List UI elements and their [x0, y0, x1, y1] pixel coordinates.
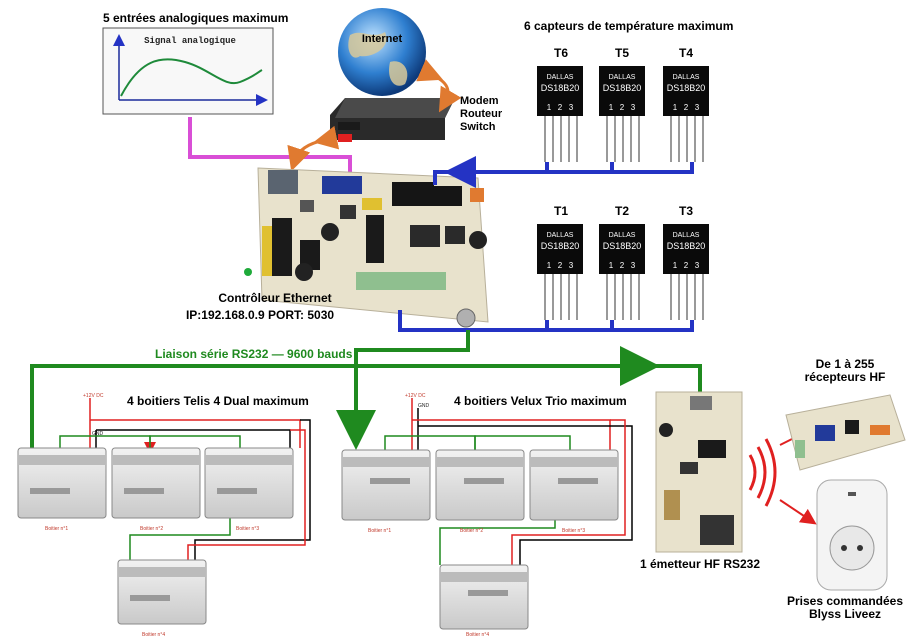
velux-header: 4 boitiers Velux Trio maximum [454, 394, 627, 408]
sensor-bus-bottom [398, 310, 694, 332]
internet-label: Internet [362, 33, 403, 45]
sensor-t3: T3 DALLAS DS18B20 1 2 3 [663, 204, 709, 320]
svg-text:1: 1 [609, 261, 614, 270]
sensor-t1: T1 DALLAS DS18B20 1 2 3 [537, 204, 583, 320]
telis-box-4-label: Boitier n°4 [142, 632, 165, 638]
telis-box-3-label: Boitier n°3 [236, 526, 259, 532]
svg-text:2: 2 [684, 261, 689, 270]
telis-box-1: Boitier n°1 [17, 447, 107, 532]
sensor-t1-label: T1 [554, 204, 568, 218]
telis-box-3: Boitier n°3 [204, 447, 294, 532]
sensor-t6-model: DS18B20 [541, 83, 580, 93]
velux-box-2: Boitier n°2 [435, 449, 525, 534]
sensor-t5: T5 DALLAS DS18B20 1 2 3 [599, 46, 645, 162]
sensor-t3-model: DS18B20 [667, 241, 706, 251]
sensor-t6-label: T6 [554, 46, 568, 60]
analog-wire [188, 117, 352, 178]
sensor-t1-brand: DALLAS [547, 232, 574, 239]
telis-box-1-label: Boitier n°1 [45, 526, 68, 532]
sensor-t5-model: DS18B20 [603, 83, 642, 93]
telis-gnd: GND [92, 431, 104, 437]
hf-emitter-board [655, 391, 743, 553]
svg-text:3: 3 [569, 261, 574, 270]
modem-label-1: Modem [460, 95, 499, 107]
modem-router [330, 98, 455, 142]
receivers-label-1: De 1 à 255 [816, 357, 875, 371]
analog-header: 5 entrées analogiques maximum [103, 11, 288, 25]
plugs-label-2: Blyss Liveez [809, 607, 881, 621]
plugs-label-1: Prises commandées [787, 594, 903, 608]
svg-text:2: 2 [558, 261, 563, 270]
sensor-t4-label: T4 [679, 46, 693, 60]
telis-supply: +12V DC [83, 393, 104, 399]
svg-text:2: 2 [684, 103, 689, 112]
velux-box-1: Boitier n°1 [341, 449, 431, 534]
svg-text:3: 3 [695, 103, 700, 112]
emitter-label: 1 émetteur HF RS232 [640, 557, 760, 571]
sensor-t3-brand: DALLAS [673, 232, 700, 239]
blyss-plug [816, 479, 888, 591]
analog-signal-label: Signal analogique [144, 36, 236, 46]
modem-controller-arrow [287, 125, 340, 172]
rs232-link [30, 330, 702, 450]
sensor-t3-label: T3 [679, 204, 693, 218]
sensor-t2-label: T2 [615, 204, 629, 218]
velux-wiring [384, 398, 633, 565]
modem-label-3: Switch [460, 121, 496, 133]
svg-text:1: 1 [547, 261, 552, 270]
sensor-t6: T6 DALLAS DS18B20 1 2 3 [537, 46, 583, 162]
receivers-label-2: récepteurs HF [805, 370, 886, 384]
modem-label-2: Routeur [460, 108, 503, 120]
sensor-t2-brand: DALLAS [609, 232, 636, 239]
hf-receiver-board [785, 394, 906, 471]
sensor-t2: T2 DALLAS DS18B20 1 2 3 [599, 204, 645, 320]
velux-supply: +12V DC [405, 393, 426, 399]
ethernet-controller-board [244, 167, 489, 328]
telis-box-2-label: Boitier n°2 [140, 526, 163, 532]
analog-signal-panel: Signal analogique [102, 27, 274, 115]
sensor-t4: T4 DALLAS DS18B20 1 2 3 [663, 46, 709, 162]
arrow-to-plug [779, 499, 817, 525]
svg-text:1: 1 [609, 103, 614, 112]
internet-globe: Internet [338, 8, 426, 96]
sensor-t4-brand: DALLAS [673, 74, 700, 81]
velux-gnd: GND [418, 403, 430, 409]
svg-text:3: 3 [569, 103, 574, 112]
controller-label-1: Contrôleur Ethernet [218, 291, 331, 305]
telis-header: 4 boitiers Telis 4 Dual maximum [127, 394, 309, 408]
svg-text:3: 3 [695, 261, 700, 270]
sensor-t5-label: T5 [615, 46, 629, 60]
svg-text:2: 2 [620, 261, 625, 270]
svg-text:2: 2 [558, 103, 563, 112]
velux-box-4: Boitier n°4 [439, 564, 529, 638]
sensor-bus-top [433, 156, 694, 188]
sensor-t2-model: DS18B20 [603, 241, 642, 251]
svg-text:2: 2 [620, 103, 625, 112]
svg-text:1: 1 [547, 103, 552, 112]
velux-box-3-label: Boitier n°3 [562, 528, 585, 534]
svg-text:1: 1 [673, 261, 678, 270]
rs232-label: Liaison série RS232 — 9600 bauds [155, 347, 353, 361]
sensor-t4-model: DS18B20 [667, 83, 706, 93]
sensors-header: 6 capteurs de température maximum [524, 19, 733, 33]
velux-box-2-label: Boitier n°2 [460, 528, 483, 534]
svg-text:3: 3 [631, 103, 636, 112]
telis-wiring [59, 398, 311, 560]
telis-box-4: Boitier n°4 [117, 559, 207, 638]
velux-box-3: Boitier n°3 [529, 449, 619, 534]
telis-box-2: Boitier n°2 [111, 447, 201, 532]
sensor-t1-model: DS18B20 [541, 241, 580, 251]
controller-label-2: IP:192.168.0.9 PORT: 5030 [186, 308, 334, 322]
svg-text:3: 3 [631, 261, 636, 270]
velux-box-4-label: Boitier n°4 [466, 632, 489, 638]
radio-waves-icon [748, 438, 777, 507]
internet-modem-arrow [416, 59, 462, 113]
sensor-t5-brand: DALLAS [609, 74, 636, 81]
sensor-t6-brand: DALLAS [547, 74, 574, 81]
velux-box-1-label: Boitier n°1 [368, 528, 391, 534]
svg-text:1: 1 [673, 103, 678, 112]
